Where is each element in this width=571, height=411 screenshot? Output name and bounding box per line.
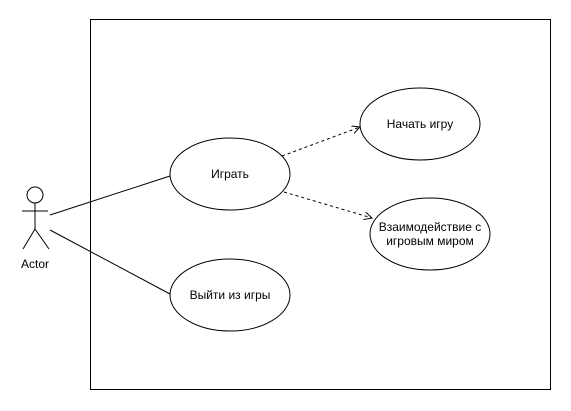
actor-label: Actor bbox=[21, 257, 49, 271]
actor-leg-right bbox=[34, 228, 50, 250]
use-case-exit-label: Выйти из игры bbox=[190, 288, 271, 302]
actor-figure bbox=[22, 186, 50, 250]
use-case-interact-ellipse bbox=[369, 197, 491, 271]
use-case-start-ellipse bbox=[359, 87, 481, 161]
system-boundary bbox=[90, 19, 551, 390]
use-case-start[interactable]: Начать игру bbox=[359, 87, 481, 161]
use-case-interact[interactable]: Взаимодействие с игровым миром bbox=[369, 197, 491, 271]
association-play bbox=[49, 175, 171, 216]
use-case-exit[interactable]: Выйти из игры bbox=[169, 258, 291, 332]
use-case-interact-label-line2: игровым миром bbox=[386, 234, 474, 248]
use-case-play-label: Играть bbox=[211, 167, 249, 181]
use-case-interact-label-line1: Взаимодействие с bbox=[379, 220, 482, 234]
use-case-exit-ellipse bbox=[169, 258, 291, 332]
actor-leg-left bbox=[22, 228, 36, 250]
dependency-play-start bbox=[281, 127, 360, 157]
actor-head bbox=[26, 186, 44, 204]
use-case-start-label: Начать игру bbox=[387, 117, 453, 131]
use-case-play-ellipse bbox=[169, 137, 291, 211]
use-case-play[interactable]: Играть bbox=[169, 137, 291, 211]
association-exit bbox=[49, 229, 171, 295]
